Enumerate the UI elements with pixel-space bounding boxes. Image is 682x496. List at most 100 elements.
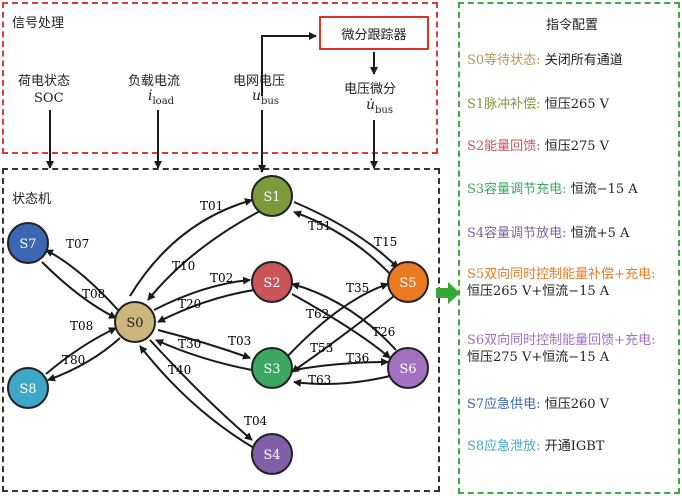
cmd-item-S4: S4容量调节放电: 恒流+5 A xyxy=(467,225,629,242)
transition-label-T15: T15 xyxy=(374,235,397,249)
cmd-key-S1: S1脉冲补偿: xyxy=(467,97,541,112)
transition-label-T62: T62 xyxy=(306,307,329,321)
state-S6-label: S6 xyxy=(399,362,416,377)
cmd-value-S5: 恒压265 V+恒流−15 A xyxy=(467,284,610,299)
transition-label-T20: T20 xyxy=(178,297,201,311)
cmd-value-S0: 关闭所有通道 xyxy=(544,53,623,68)
state-S7-node xyxy=(7,222,49,264)
voltage-derivative-subscript: bus xyxy=(375,104,394,116)
state-S6-node xyxy=(387,347,429,389)
cmd-key-S6: S6双向同时控制能量回馈+充电: xyxy=(467,333,656,348)
transition-label-T30: T30 xyxy=(178,337,201,351)
grid-voltage-subscript: bus xyxy=(261,95,280,107)
soc-label: 荷电状态 xyxy=(18,74,71,89)
edge-T10 xyxy=(147,209,263,301)
signal-processing-box xyxy=(2,2,438,154)
edge-T03 xyxy=(157,329,251,360)
differential-tracker-block: 微分跟踪器 xyxy=(319,16,429,50)
edge-T08a xyxy=(41,261,117,319)
state-S8-node xyxy=(7,367,49,409)
cmd-item-S8: S8应急泄放: 开通IGBT xyxy=(467,438,604,455)
cmd-key-S7: S7应急供电: xyxy=(467,397,541,412)
state-S5-label: S5 xyxy=(399,276,416,291)
signal-processing-title: 信号处理 xyxy=(12,16,65,31)
command-config-box xyxy=(458,2,680,494)
edge-T63 xyxy=(293,375,391,387)
state-S2-label: S2 xyxy=(263,276,280,291)
transition-label-T08b: T08 xyxy=(70,319,93,333)
edge-T80 xyxy=(47,337,121,382)
transition-label-T63: T63 xyxy=(308,373,331,387)
edge-T04 xyxy=(149,339,253,441)
transition-label-T26: T26 xyxy=(372,325,395,339)
transition-label-T51: T51 xyxy=(308,219,331,233)
grid-voltage-symbol: ubus xyxy=(252,88,280,107)
cmd-item-S3: S3容量调节充电: 恒流−15 A xyxy=(467,181,638,198)
tracker-feed-arrow xyxy=(261,32,317,96)
edge-T07 xyxy=(45,249,119,311)
edge-T35 xyxy=(283,282,389,361)
state-machine-box xyxy=(2,168,440,492)
cmd-value-S1: 恒压265 V xyxy=(544,97,610,112)
edge-T53 xyxy=(291,295,395,373)
transition-label-T04: T04 xyxy=(244,414,268,428)
cmd-value-S3: 恒流−15 A xyxy=(570,182,638,197)
edge-T62 xyxy=(291,282,397,351)
cmd-item-S1: S1脉冲补偿: 恒压265 V xyxy=(467,96,609,113)
state-S4-label: S4 xyxy=(263,448,280,463)
cmd-item-S6: S6双向同时控制能量回馈+充电: 恒压275 V+恒流−15 A xyxy=(467,332,655,366)
soc-symbol: SOC xyxy=(34,91,64,106)
edge-T20 xyxy=(157,289,255,323)
cmd-key-S0: S0等待状态: xyxy=(467,53,541,68)
cmd-item-S7: S7应急供电: 恒压260 V xyxy=(467,396,609,413)
transition-label-T36: T36 xyxy=(346,351,369,365)
cmd-value-S2: 恒压275 V xyxy=(544,139,610,154)
transition-label-T80: T80 xyxy=(62,353,85,367)
transition-label-T07: T07 xyxy=(66,237,89,251)
state-S1-label: S1 xyxy=(263,190,280,205)
edge-T30 xyxy=(155,339,253,371)
state-S3-label: S3 xyxy=(263,362,280,377)
edge-T02 xyxy=(153,276,251,311)
edge-T40 xyxy=(139,345,255,449)
edge-T36 xyxy=(293,358,389,371)
edge-T01 xyxy=(129,198,253,297)
transition-label-T40: T40 xyxy=(168,363,191,377)
voltage-derivative-label: 电压微分 xyxy=(344,82,397,97)
transition-label-T10: T10 xyxy=(172,259,195,273)
state-S8-label: S8 xyxy=(19,382,36,397)
cmd-key-S2: S2能量回馈: xyxy=(467,139,541,154)
transition-label-T53: T53 xyxy=(310,341,333,355)
voltage-derivative-symbol: u̇bus xyxy=(366,97,394,116)
load-current-label: 负载电流 xyxy=(128,74,181,89)
green-arrow-icon xyxy=(436,282,460,304)
state-S3-node xyxy=(251,347,293,389)
transition-label-T01: T01 xyxy=(200,199,223,213)
load-current-symbol: iload xyxy=(148,88,175,107)
edge-T15 xyxy=(293,201,399,269)
state-S1-node xyxy=(251,175,293,217)
cmd-key-S8: S8应急泄放: xyxy=(467,439,541,454)
cmd-value-S6: 恒压275 V+恒流−15 A xyxy=(467,350,610,365)
state-S4-node xyxy=(251,433,293,475)
cmd-item-S5: S5双向同时控制能量补偿+充电: 恒压265 V+恒流−15 A xyxy=(467,266,655,300)
cmd-value-S4: 恒流+5 A xyxy=(570,226,630,241)
state-S2-node xyxy=(251,261,293,303)
transition-label-T08a: T08 xyxy=(82,287,105,301)
transition-label-T02: T02 xyxy=(210,271,233,285)
transition-label-T35: T35 xyxy=(346,281,369,295)
grid-voltage-label: 电网电压 xyxy=(233,74,286,89)
edge-T08b xyxy=(45,327,117,375)
transition-label-T03: T03 xyxy=(228,334,251,348)
edge-T51 xyxy=(293,210,393,277)
command-config-title: 指令配置 xyxy=(546,18,599,33)
cmd-key-S5: S5双向同时控制能量补偿+充电: xyxy=(467,267,656,282)
state-S5-node xyxy=(387,261,429,303)
cmd-value-S8: 开通IGBT xyxy=(544,439,605,454)
cmd-key-S3: S3容量调节充电: xyxy=(467,182,567,197)
state-S7-label: S7 xyxy=(19,237,36,252)
cmd-item-S0: S0等待状态: 关闭所有通道 xyxy=(467,52,623,69)
state-machine-title: 状态机 xyxy=(12,192,52,207)
cmd-item-S2: S2能量回馈: 恒压275 V xyxy=(467,138,609,155)
